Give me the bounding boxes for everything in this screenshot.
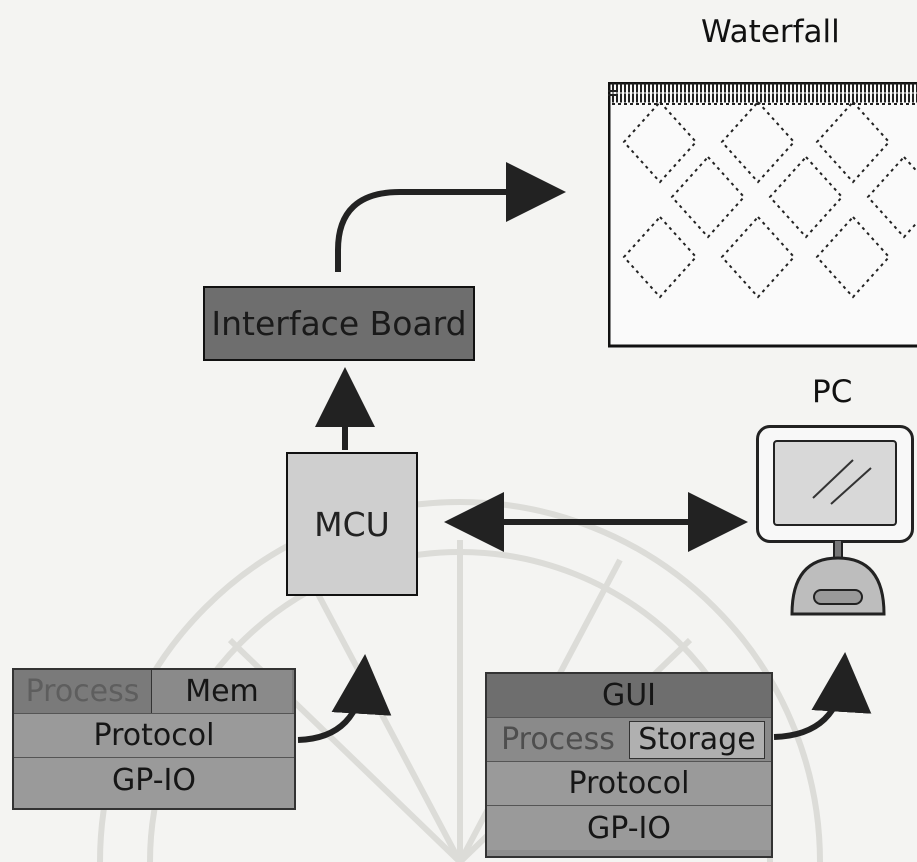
pc-stack-storage: Storage [629, 720, 765, 759]
pc-stack-row-2: Process Storage [487, 718, 771, 762]
mcu-stack-gpio: GP-IO [14, 758, 294, 802]
pc-stack-process: Process [501, 722, 615, 757]
mcu-stack-mem: Mem [152, 670, 292, 713]
pc-screen [773, 440, 897, 526]
interface-board-box: Interface Board [203, 286, 475, 361]
mcu-stack-row-1: Process Mem [14, 670, 294, 714]
arrow-mcustack-to-mcu [297, 654, 392, 743]
waterfall-label: Waterfall [701, 14, 840, 50]
waterfall-panel [608, 82, 917, 348]
arrow-pcstack-to-pc [773, 652, 872, 740]
arrow-interface-to-waterfall [335, 162, 566, 272]
pc-monitor-icon [756, 425, 914, 543]
mcu-box: MCU [286, 452, 418, 596]
screen-glare [812, 459, 872, 505]
pc-label: PC [812, 374, 853, 410]
pc-stack-gpio: GP-IO [487, 806, 771, 850]
mcu-software-stack: Process Mem Protocol GP-IO [12, 668, 296, 810]
mcu-stack-process: Process [14, 670, 152, 713]
pc-base-icon [790, 540, 886, 616]
pc-software-stack: GUI Process Storage Protocol GP-IO [485, 672, 773, 858]
pc-stack-gui: GUI [487, 674, 771, 718]
pc-stack-protocol: Protocol [487, 762, 771, 806]
mcu-stack-protocol: Protocol [14, 714, 294, 758]
